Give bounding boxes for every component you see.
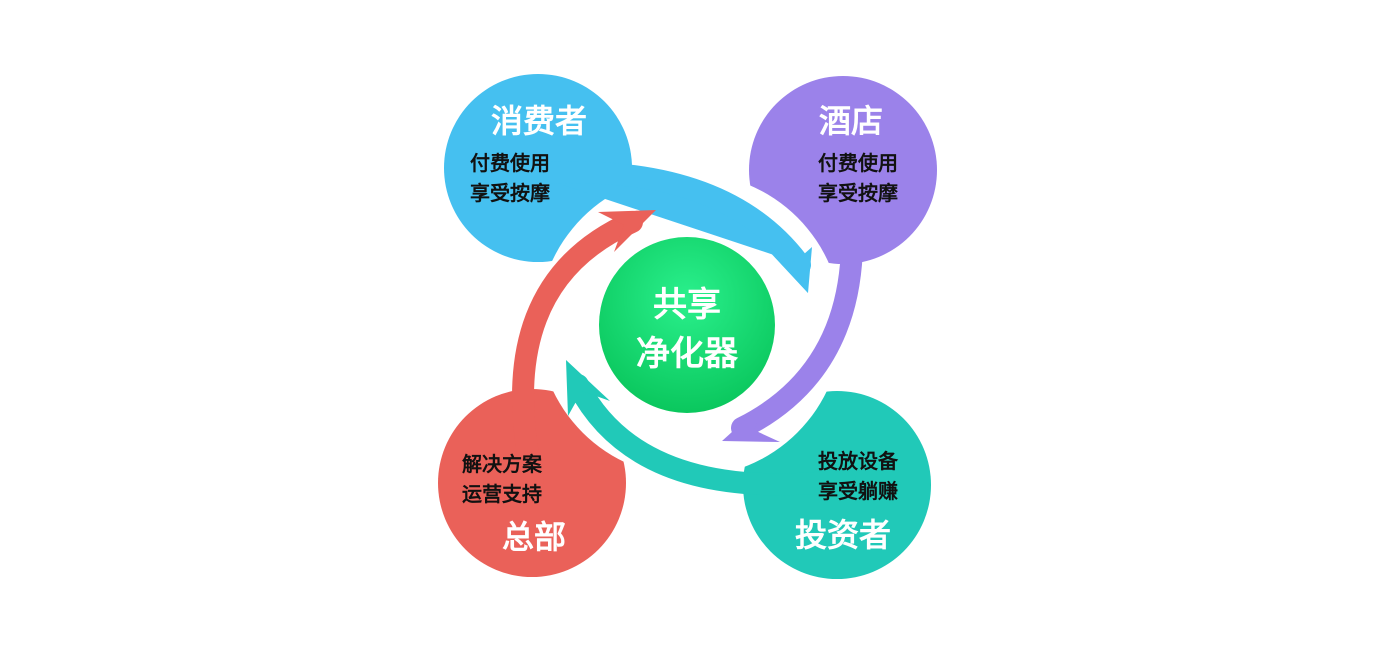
- arrow-blue-icon: [519, 161, 812, 293]
- center-node: [599, 237, 775, 413]
- consumer-line1: 付费使用: [470, 151, 550, 175]
- consumer-title: 消费者: [491, 102, 587, 140]
- hq-line2: 运营支持: [462, 482, 542, 506]
- hotel-title: 酒店: [819, 102, 883, 140]
- hq-line1: 解决方案: [462, 452, 543, 476]
- investor-line2: 享受躺赚: [818, 479, 898, 503]
- investor-title: 投资者: [795, 516, 891, 554]
- arrow-teal-icon: [566, 360, 856, 496]
- hq-title: 总部: [502, 518, 566, 556]
- hotel-line2: 享受按摩: [818, 181, 898, 205]
- investor-line1: 投放设备: [818, 449, 899, 473]
- hotel-line1: 付费使用: [818, 151, 898, 175]
- center-title-line1: 共享: [653, 285, 721, 325]
- arrow-purple-icon: [722, 159, 863, 442]
- center-title-line2: 净化器: [636, 334, 739, 374]
- arrow-red-icon: [512, 210, 656, 491]
- consumer-line2: 享受按摩: [470, 181, 550, 205]
